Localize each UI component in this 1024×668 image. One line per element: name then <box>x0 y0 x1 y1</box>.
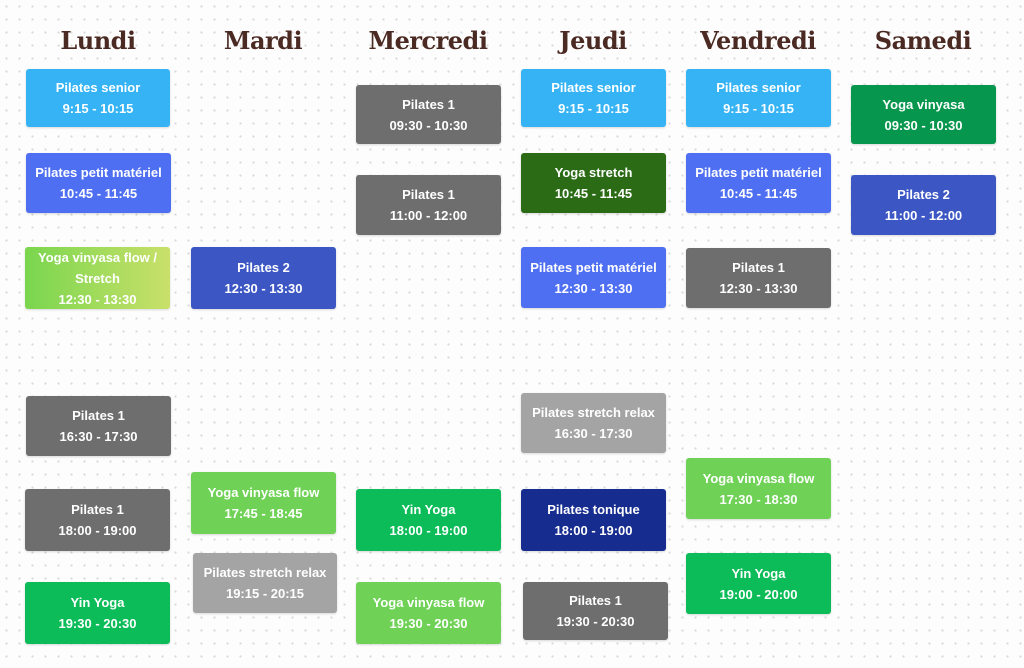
class-name: Yoga vinyasa flow <box>207 485 320 500</box>
class-name: Yin Yoga <box>401 502 456 517</box>
class-time: 11:00 - 12:00 <box>389 208 468 223</box>
class-time: 9:15 - 10:15 <box>723 101 794 116</box>
day-heading-vendredi: Vendredi <box>700 26 816 55</box>
class-time: 10:45 - 11:45 <box>59 186 138 201</box>
class-name: Pilates 1 <box>402 96 455 112</box>
class-time: 12:30 - 13:30 <box>58 291 137 307</box>
day-heading-jeudi: Jeudi <box>559 26 627 55</box>
day-heading-samedi: Samedi <box>874 26 972 55</box>
class-card[interactable]: Pilates petit matériel 12:30 - 13:30 <box>521 247 666 308</box>
class-card[interactable]: Yin Yoga 19:00 - 20:00 <box>686 553 831 614</box>
class-name: Pilates 2 <box>237 260 290 275</box>
class-card[interactable]: Yin Yoga 18:00 - 19:00 <box>356 489 501 551</box>
class-name: Pilates senior <box>55 80 141 95</box>
class-card[interactable]: Yoga vinyasa 09:30 - 10:30 <box>851 85 996 144</box>
class-time: 9:15 - 10:15 <box>62 101 134 116</box>
class-name: Yoga stretch <box>554 165 633 180</box>
class-card[interactable]: Yoga stretch 10:45 - 11:45 <box>521 153 666 213</box>
class-card[interactable]: Pilates tonique 18:00 - 19:00 <box>521 489 666 551</box>
class-name: Pilates 1 <box>402 187 455 202</box>
class-card[interactable]: Pilates petit matériel 10:45 - 11:45 <box>26 153 171 213</box>
class-time: 11:00 - 12:00 <box>884 208 963 223</box>
class-time: 16:30 - 17:30 <box>59 429 138 444</box>
day-heading-lundi: Lundi <box>60 26 136 55</box>
class-card[interactable]: Yoga vinyasa flow 19:30 - 20:30 <box>356 582 501 644</box>
class-name: Pilates 1 <box>71 502 124 517</box>
class-name: Pilates 1 <box>732 260 785 275</box>
class-card[interactable]: Pilates senior 9:15 - 10:15 <box>686 69 831 127</box>
class-time: 10:45 - 11:45 <box>719 186 798 201</box>
class-card[interactable]: Pilates 2 11:00 - 12:00 <box>851 175 996 235</box>
class-card[interactable]: Pilates stretch relax 19:15 - 20:15 <box>193 553 337 613</box>
class-time: 17:30 - 18:30 <box>719 491 798 507</box>
class-card[interactable]: Pilates 2 12:30 - 13:30 <box>191 247 336 309</box>
class-time: 19:00 - 20:00 <box>719 586 798 602</box>
class-name: Pilates senior <box>551 80 636 95</box>
class-time: 12:30 - 13:30 <box>224 281 303 296</box>
class-time: 9:15 - 10:15 <box>558 101 629 116</box>
class-time: 19:30 - 20:30 <box>389 616 468 631</box>
class-name: Yoga vinyasa flow <box>702 470 815 486</box>
class-card[interactable]: Pilates 1 11:00 - 12:00 <box>356 175 501 235</box>
class-time: 18:00 - 19:00 <box>58 523 137 538</box>
class-name: Yoga vinyasa flow / Stretch <box>38 249 157 286</box>
day-heading-mercredi: Mercredi <box>368 26 488 55</box>
class-card[interactable]: Yoga vinyasa flow / Stretch 12:30 - 13:3… <box>25 247 170 309</box>
class-card[interactable]: Pilates 1 09:30 - 10:30 <box>356 85 501 144</box>
class-time: 18:00 - 19:00 <box>554 523 633 538</box>
class-card[interactable]: Pilates 1 12:30 - 13:30 <box>686 248 831 308</box>
class-name: Pilates tonique <box>547 502 640 517</box>
class-name: Yoga vinyasa <box>882 96 965 112</box>
class-time: 16:30 - 17:30 <box>554 426 633 441</box>
class-card[interactable]: Pilates stretch relax 16:30 - 17:30 <box>521 393 666 453</box>
class-card[interactable]: Yoga vinyasa flow 17:45 - 18:45 <box>191 472 336 534</box>
class-name: Yin Yoga <box>731 565 786 581</box>
class-time: 18:00 - 19:00 <box>389 523 468 538</box>
class-name: Pilates petit matériel <box>35 165 162 180</box>
class-card[interactable]: Pilates senior 9:15 - 10:15 <box>521 69 666 127</box>
class-card[interactable]: Pilates 1 19:30 - 20:30 <box>523 582 668 640</box>
class-time: 19:15 - 20:15 <box>225 586 305 601</box>
class-time: 17:45 - 18:45 <box>224 506 303 521</box>
class-name: Pilates 1 <box>72 408 125 423</box>
class-name: Pilates senior <box>716 80 801 95</box>
class-name: Yin Yoga <box>70 595 125 610</box>
class-card[interactable]: Pilates 1 18:00 - 19:00 <box>25 489 170 551</box>
class-name: Pilates stretch relax <box>532 405 655 420</box>
class-time: 09:30 - 10:30 <box>389 117 468 133</box>
class-time: 19:30 - 20:30 <box>556 614 635 629</box>
class-name: Yoga vinyasa flow <box>372 595 485 610</box>
class-name: Pilates petit matériel <box>695 165 822 180</box>
class-time: 09:30 - 10:30 <box>884 117 963 133</box>
class-card[interactable]: Pilates petit matériel 10:45 - 11:45 <box>686 153 831 213</box>
class-name: Pilates 1 <box>569 593 622 608</box>
class-name: Pilates petit matériel <box>530 259 657 275</box>
class-time: 12:30 - 13:30 <box>719 281 798 296</box>
class-time: 10:45 - 11:45 <box>554 186 633 201</box>
class-time: 19:30 - 20:30 <box>58 616 137 631</box>
class-card[interactable]: Pilates 1 16:30 - 17:30 <box>26 396 171 456</box>
class-card[interactable]: Yoga vinyasa flow 17:30 - 18:30 <box>686 458 831 519</box>
class-card[interactable]: Yin Yoga 19:30 - 20:30 <box>25 582 170 644</box>
class-card[interactable]: Pilates senior 9:15 - 10:15 <box>26 69 170 127</box>
class-name: Pilates 2 <box>897 187 950 202</box>
class-name: Pilates stretch relax <box>203 565 327 580</box>
class-time: 12:30 - 13:30 <box>554 280 633 296</box>
day-heading-mardi: Mardi <box>223 26 303 55</box>
